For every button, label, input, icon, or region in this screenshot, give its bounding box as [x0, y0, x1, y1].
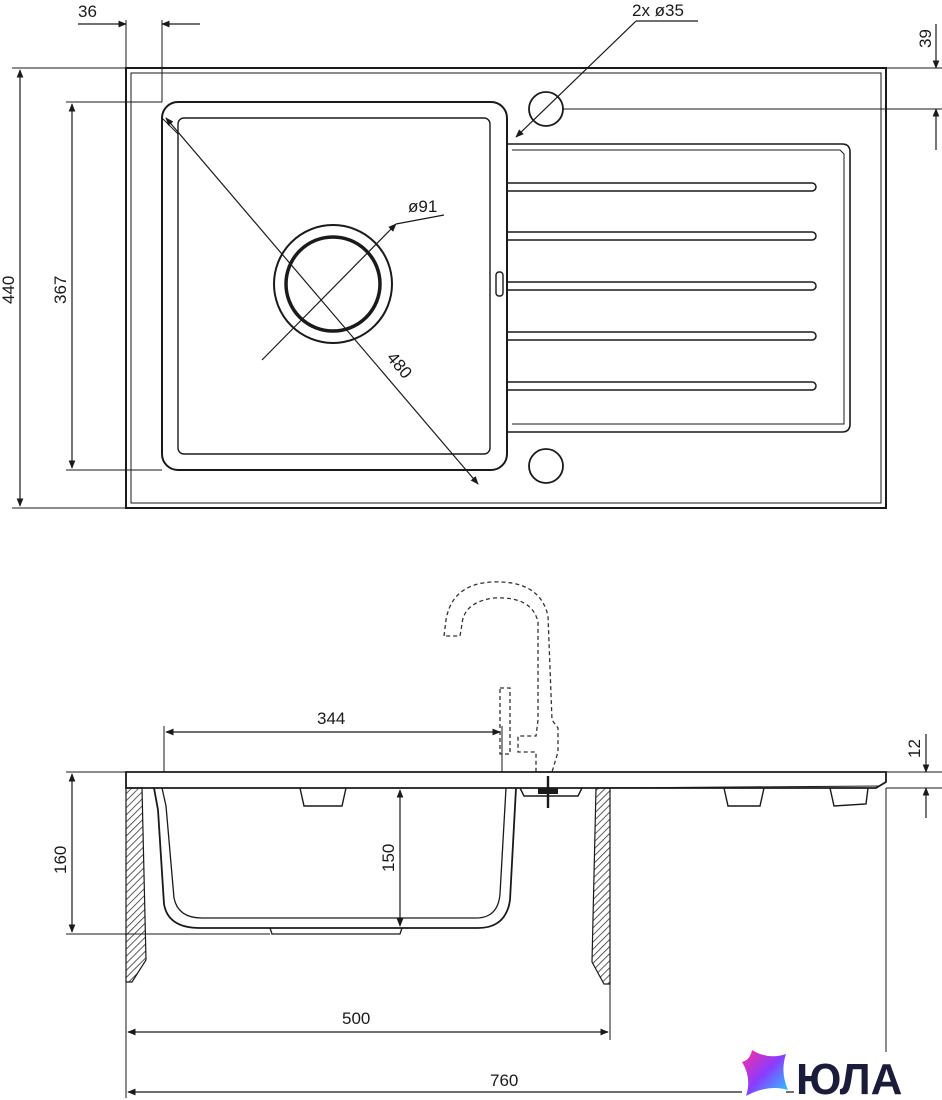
- logo-text: ЮЛА: [796, 1055, 902, 1100]
- groove-4: [508, 331, 817, 341]
- bowl-profile: [153, 787, 517, 929]
- faucet-outline: [443, 581, 559, 773]
- groove-1: [508, 182, 817, 192]
- bowl-diagonal-dimension: [165, 117, 479, 485]
- bowl-corner-line: [161, 117, 179, 135]
- sink-inner-outline: [130, 72, 882, 504]
- top-view: 480 ø91 2x ø35 36: [0, 1, 942, 509]
- bowl-depth-label: 150: [379, 844, 398, 872]
- cabinet-wall-right: [591, 787, 611, 985]
- tap-holes-label: 2x ø35: [632, 1, 684, 20]
- sink-outline: [125, 67, 887, 509]
- drain-diameter-leader: [261, 223, 397, 361]
- drainboard-outline: [506, 143, 851, 433]
- drain-outer: [273, 224, 393, 344]
- tap-hole-bottom: [528, 448, 564, 484]
- bowl-bottom-plate: [269, 927, 403, 935]
- groove-5: [508, 381, 817, 391]
- drain-inner: [284, 235, 382, 333]
- drainboard-inner: [512, 149, 845, 425]
- mounting-clip-2: [723, 787, 765, 807]
- bowl-inner: [177, 117, 491, 455]
- faucet-base: [519, 787, 583, 797]
- cabinet-label: 500: [342, 1009, 370, 1028]
- logo-star-icon: [742, 1050, 788, 1096]
- total-length-label: 760: [490, 1071, 518, 1090]
- bowl-top-label: 344: [317, 709, 345, 728]
- tap-hole-leader: [515, 20, 637, 138]
- side-view: 344 12 150 160 500 760: [51, 581, 942, 1098]
- yula-logo: ЮЛА: [742, 1050, 942, 1100]
- bowl-width-label: 367: [51, 276, 70, 304]
- groove-2: [508, 231, 817, 241]
- hole-offset-label: 39: [916, 29, 935, 48]
- edge-offset-label: 36: [78, 2, 97, 21]
- faucet-lever: [499, 687, 511, 755]
- groove-3: [508, 281, 817, 291]
- sink-rim: [125, 771, 887, 789]
- bowl-profile-inner: [161, 787, 507, 919]
- rim-label: 12: [905, 739, 924, 758]
- overflow-slot: [495, 271, 504, 297]
- cabinet-wall-left: [125, 787, 147, 983]
- drain-leader-tail: [395, 214, 445, 225]
- drainboard-slope: [589, 785, 881, 789]
- drain-diameter-label: ø91: [408, 197, 437, 216]
- drainboard-grooves: [508, 182, 817, 391]
- mounting-clip-3: [829, 787, 869, 807]
- mounting-clip-1: [299, 787, 347, 807]
- total-depth-label: 160: [51, 846, 70, 874]
- bowl-length-label: 480: [383, 348, 416, 382]
- total-width-label: 440: [0, 276, 18, 304]
